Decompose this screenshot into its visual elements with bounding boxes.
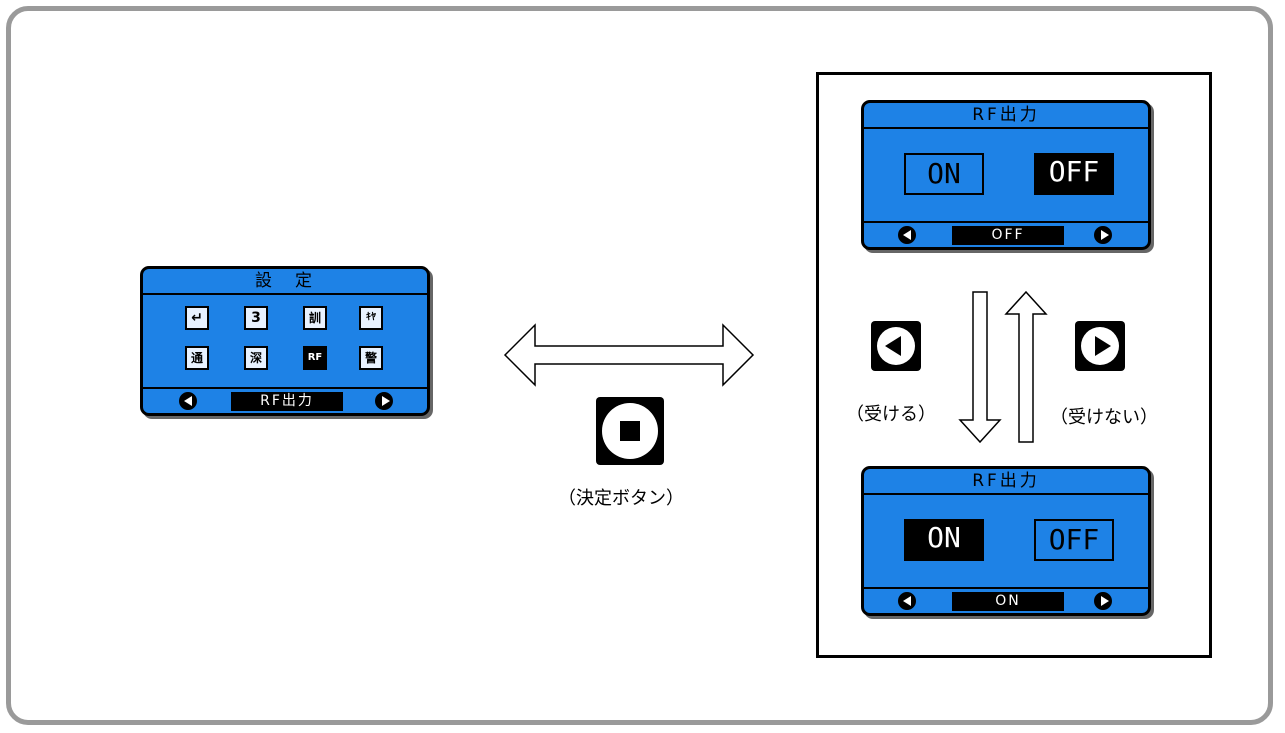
stop-icon (602, 403, 658, 459)
right-arrow-icon[interactable] (375, 392, 393, 410)
right-button-caption: （受けない） (1050, 407, 1158, 428)
left-arrow-icon[interactable] (898, 226, 916, 244)
rf-screen-off-footer-label: OFF (952, 226, 1064, 245)
settings-screen: 設 定 ↵ 3 訓 ｷﾔ 通 深 RF 警 RF出力 (140, 266, 430, 416)
left-arrow-icon[interactable] (898, 592, 916, 610)
settings-footer: RF出力 (143, 387, 427, 413)
option-on[interactable]: ON (904, 153, 984, 195)
decide-button[interactable] (596, 397, 664, 465)
option-off[interactable]: OFF (1034, 153, 1114, 195)
rf-icon[interactable]: RF (303, 346, 327, 370)
right-arrow-icon[interactable] (1094, 592, 1112, 610)
left-arrow-icon[interactable] (179, 392, 197, 410)
catch-icon[interactable]: ｷﾔ (359, 306, 383, 330)
rf-screen-on-footer-label: ON (952, 592, 1064, 611)
settings-title: 設 定 (143, 269, 427, 295)
return-icon[interactable]: ↵ (185, 306, 209, 330)
depth-icon[interactable]: 深 (244, 346, 268, 370)
decide-button-caption: （決定ボタン） (558, 488, 684, 509)
rf-screen-on-title: RF出力 (864, 469, 1148, 495)
training-icon[interactable]: 訓 (303, 306, 327, 330)
rf-screen-on-footer: ON (864, 587, 1148, 613)
rf-screen-on: RF出力 ON OFF ON (861, 466, 1151, 616)
alarm-icon[interactable]: 警 (359, 346, 383, 370)
option-off[interactable]: OFF (1034, 519, 1114, 561)
right-button[interactable] (1075, 321, 1125, 371)
left-triangle-icon (877, 327, 915, 365)
number-3-icon[interactable]: 3 (244, 306, 268, 330)
left-button[interactable] (871, 321, 921, 371)
communication-icon[interactable]: 通 (185, 346, 209, 370)
double-arrow-icon (503, 323, 755, 387)
up-arrow-icon (1004, 290, 1048, 443)
left-button-caption: （受ける） (846, 404, 936, 425)
settings-footer-label: RF出力 (231, 392, 343, 411)
option-on[interactable]: ON (904, 519, 984, 561)
rf-output-panel (816, 72, 1212, 658)
right-arrow-icon[interactable] (1094, 226, 1112, 244)
rf-screen-off: RF出力 ON OFF OFF (861, 100, 1151, 250)
outer-frame (6, 6, 1273, 725)
right-triangle-icon (1081, 327, 1119, 365)
rf-screen-off-footer: OFF (864, 221, 1148, 247)
rf-screen-off-title: RF出力 (864, 103, 1148, 129)
down-arrow-icon (958, 291, 1002, 444)
